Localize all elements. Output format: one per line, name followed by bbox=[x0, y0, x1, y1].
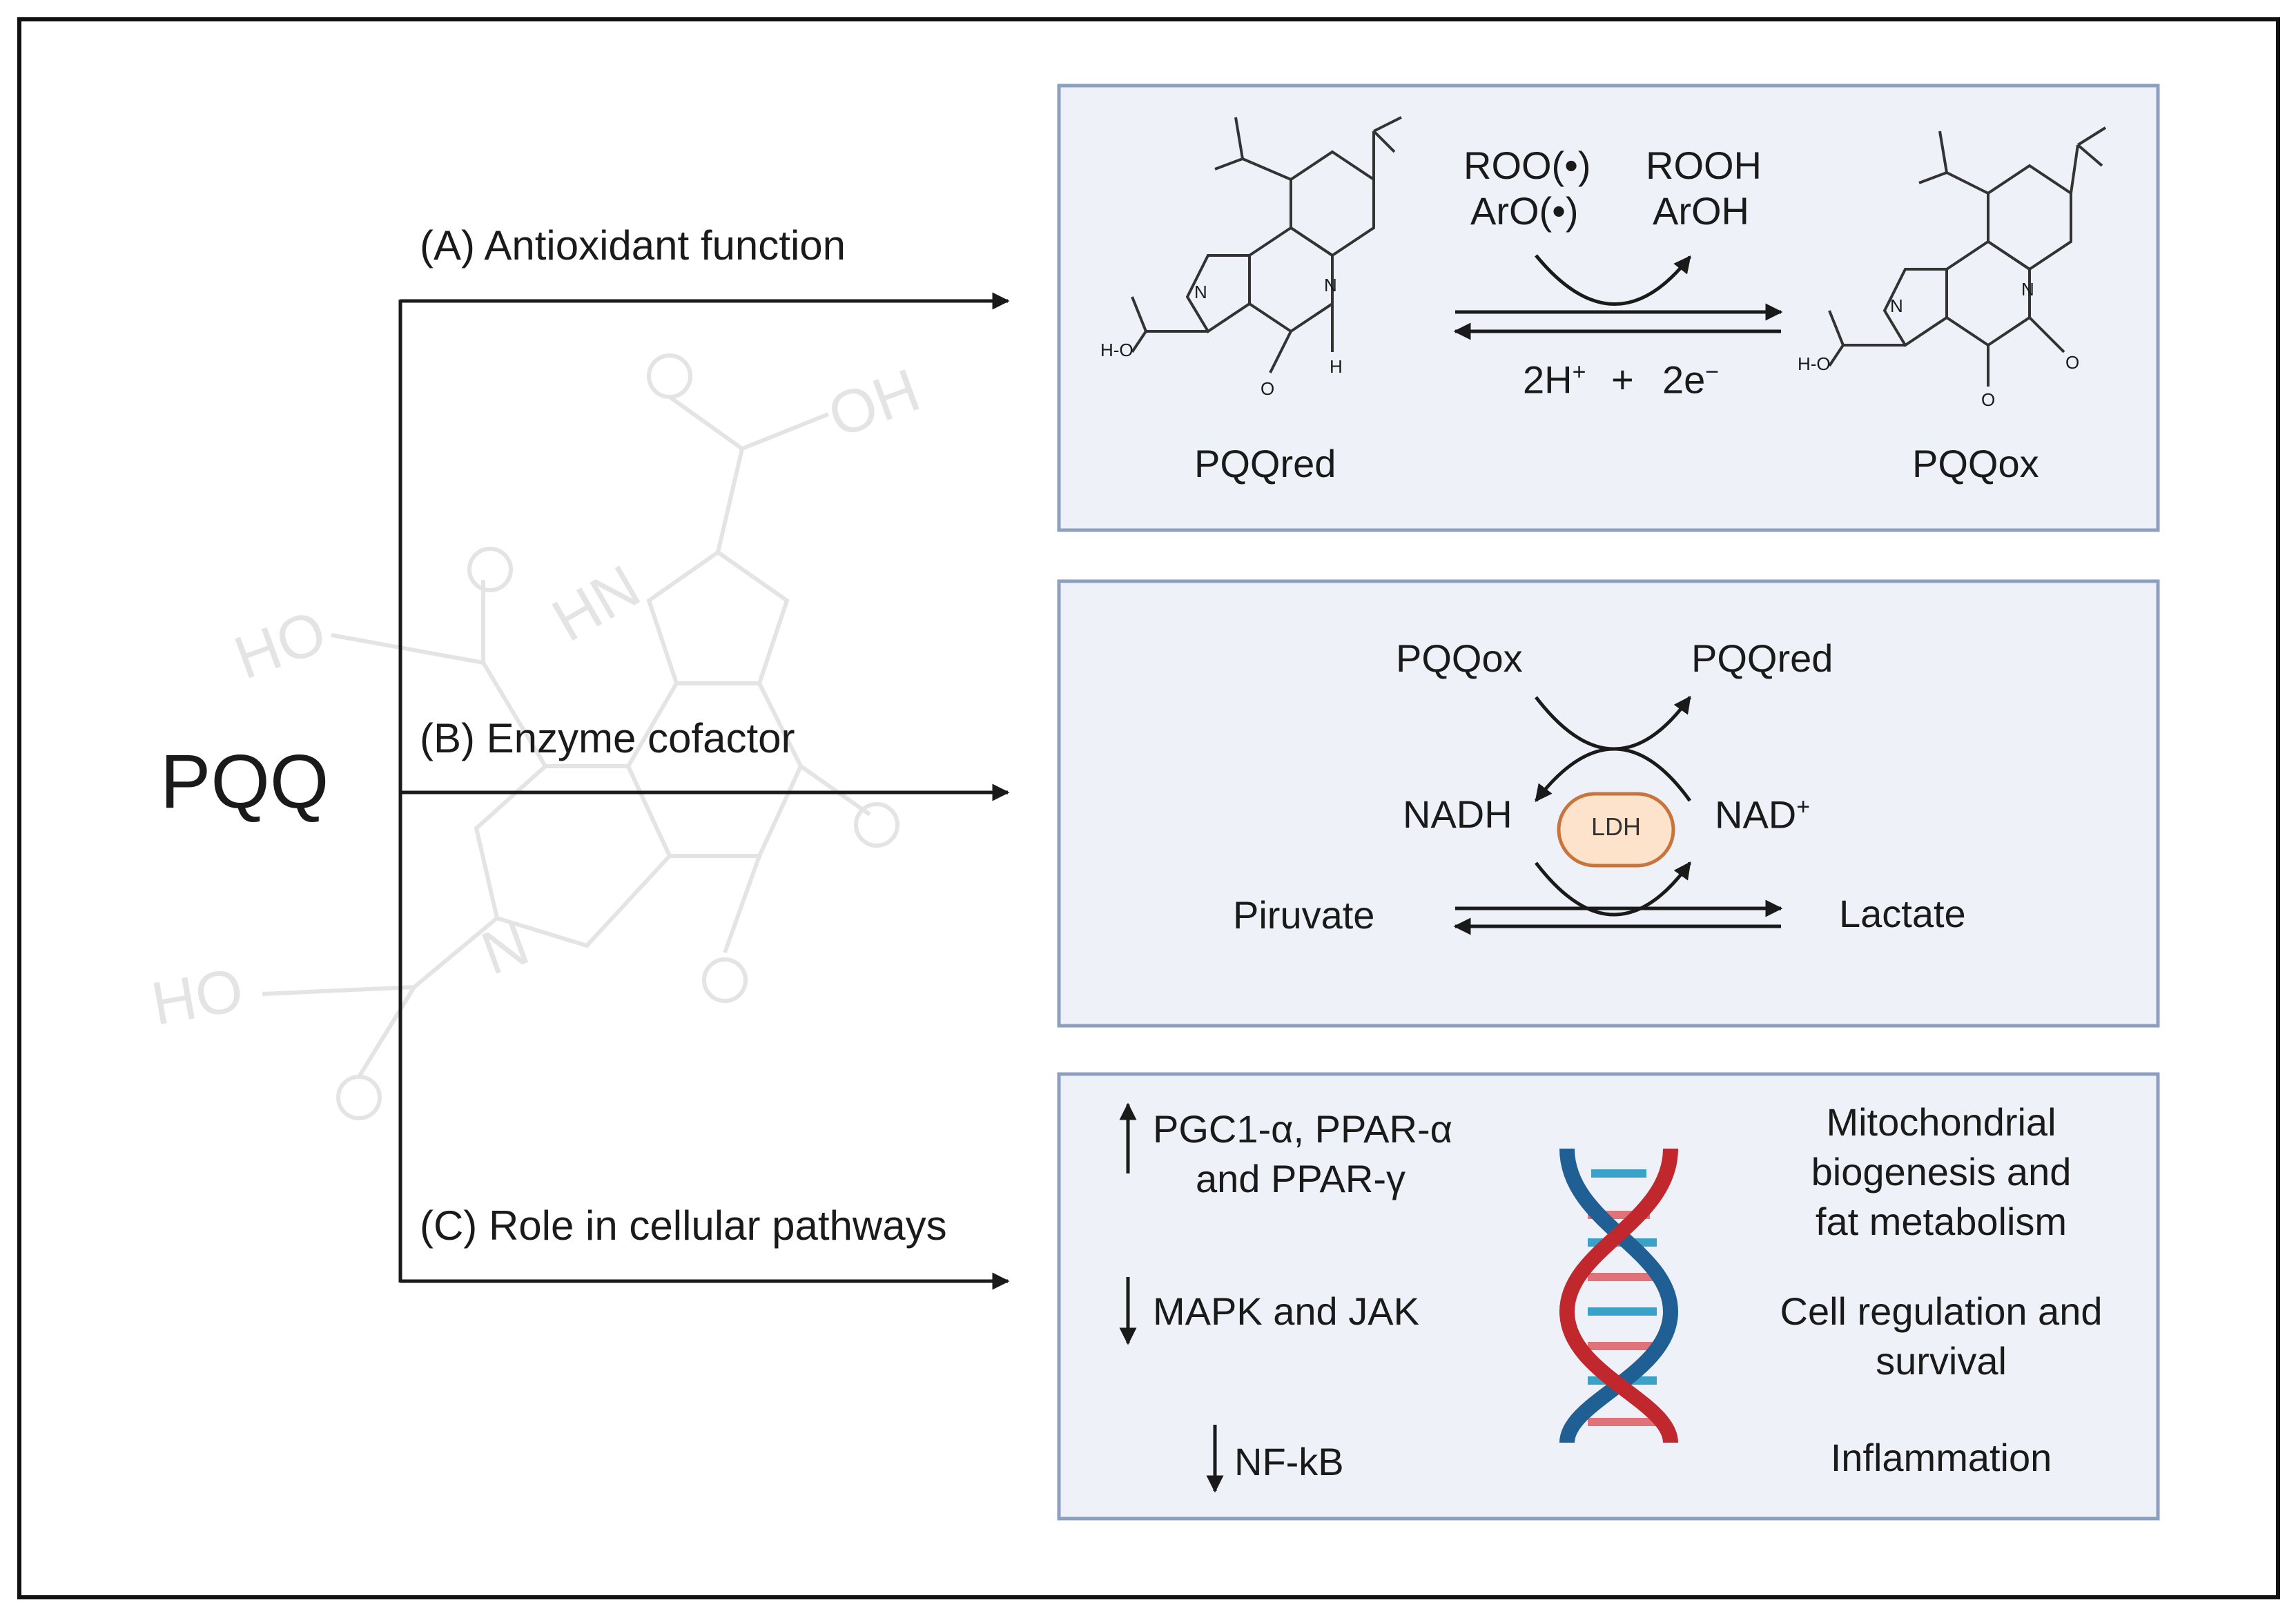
pqqred-atom-n1: N bbox=[1194, 282, 1207, 302]
root-label-pqq: PQQ bbox=[160, 739, 329, 824]
panel-c-cell-1: Cell regulation and bbox=[1780, 1289, 2103, 1333]
panel-b-nad: NAD+ bbox=[1715, 795, 1810, 835]
pqqred-label: PQQred bbox=[1194, 442, 1336, 485]
pqqox-atom-o2: O bbox=[1981, 389, 1996, 410]
reverse-2h: 2H+ bbox=[1523, 360, 1586, 400]
reverse-2e: 2e− bbox=[1662, 360, 1719, 400]
pqqox-atom-o1: O bbox=[2065, 352, 2080, 373]
panel-b-nadh: NADH bbox=[1403, 792, 1512, 836]
branch-label-b: (B) Enzyme cofactor bbox=[420, 715, 795, 761]
watermark-ho-2: HO bbox=[146, 955, 249, 1038]
panel-b-lactate: Lactate bbox=[1839, 892, 1966, 935]
panel-c-mapk: MAPK and JAK bbox=[1153, 1289, 1419, 1333]
pqqred-atom-n2: N bbox=[1324, 275, 1337, 295]
ldh-enzyme-label: LDH bbox=[1590, 812, 1642, 841]
reactant-roo: ROO(•) bbox=[1463, 144, 1591, 187]
panel-c-ppar: and PPAR-γ bbox=[1196, 1157, 1405, 1200]
panel-c-box bbox=[1057, 1072, 2160, 1521]
ldh-enzyme-shape bbox=[1557, 792, 1675, 868]
panel-c-mito-2: biogenesis and bbox=[1811, 1150, 2072, 1193]
pqqred-structure bbox=[1131, 116, 1402, 373]
reverse-2e-text: 2e bbox=[1662, 358, 1706, 402]
panel-c-inflammation: Inflammation bbox=[1830, 1436, 2052, 1479]
pqqox-atom-n1: N bbox=[1890, 295, 1903, 316]
panel-c-mito-1: Mitochondrial bbox=[1826, 1100, 2056, 1144]
panel-b-lower-arrow bbox=[1535, 861, 1692, 917]
pqqred-atom-o: O bbox=[1261, 378, 1275, 399]
dna-helix-icon bbox=[1559, 1148, 1679, 1444]
reverse-2h-sup: + bbox=[1572, 359, 1586, 385]
panel-b-box bbox=[1057, 579, 2160, 1028]
panel-b-pqqox: PQQox bbox=[1396, 636, 1523, 680]
reverse-plus: + bbox=[1611, 358, 1634, 401]
reverse-2e-sup: − bbox=[1705, 359, 1720, 385]
branch-label-c: (C) Role in cellular pathways bbox=[420, 1202, 947, 1249]
outer-frame bbox=[17, 17, 2280, 1599]
panel-c-cell-2: survival bbox=[1876, 1339, 2007, 1383]
panel-c-pgc1: PGC1-α, PPAR-α bbox=[1153, 1107, 1452, 1151]
panel-b-nad-arrow bbox=[1535, 747, 1692, 802]
panel-a-curved-arrow bbox=[1535, 254, 1691, 306]
panel-b-nad-sup: + bbox=[1796, 794, 1811, 820]
panel-b-pqqred: PQQred bbox=[1691, 636, 1833, 680]
pqqred-atom-ho: H-O bbox=[1100, 340, 1134, 360]
panel-c-nfkb: NF-kB bbox=[1234, 1440, 1344, 1483]
pqqox-atom-ho: H-O bbox=[1798, 353, 1831, 374]
product-rooh: ROOH bbox=[1646, 144, 1762, 187]
reactant-aro: ArO(•) bbox=[1470, 189, 1579, 233]
pqqox-structure bbox=[1828, 126, 2107, 387]
panel-b-piruvate: Piruvate bbox=[1233, 893, 1375, 937]
panel-c-mito-3: fat metabolism bbox=[1815, 1200, 2068, 1243]
pqqox-label: PQQox bbox=[1912, 442, 2039, 485]
product-aroh: ArOH bbox=[1653, 189, 1749, 233]
branch-label-a: (A) Antioxidant function bbox=[420, 222, 846, 269]
pqqred-atom-h: H bbox=[1330, 356, 1343, 377]
panel-b-nad-text: NAD bbox=[1715, 792, 1797, 837]
reverse-2h-text: 2H bbox=[1523, 358, 1573, 402]
pqqox-atom-n2: N bbox=[2021, 279, 2034, 300]
watermark-molecule bbox=[262, 353, 899, 1120]
